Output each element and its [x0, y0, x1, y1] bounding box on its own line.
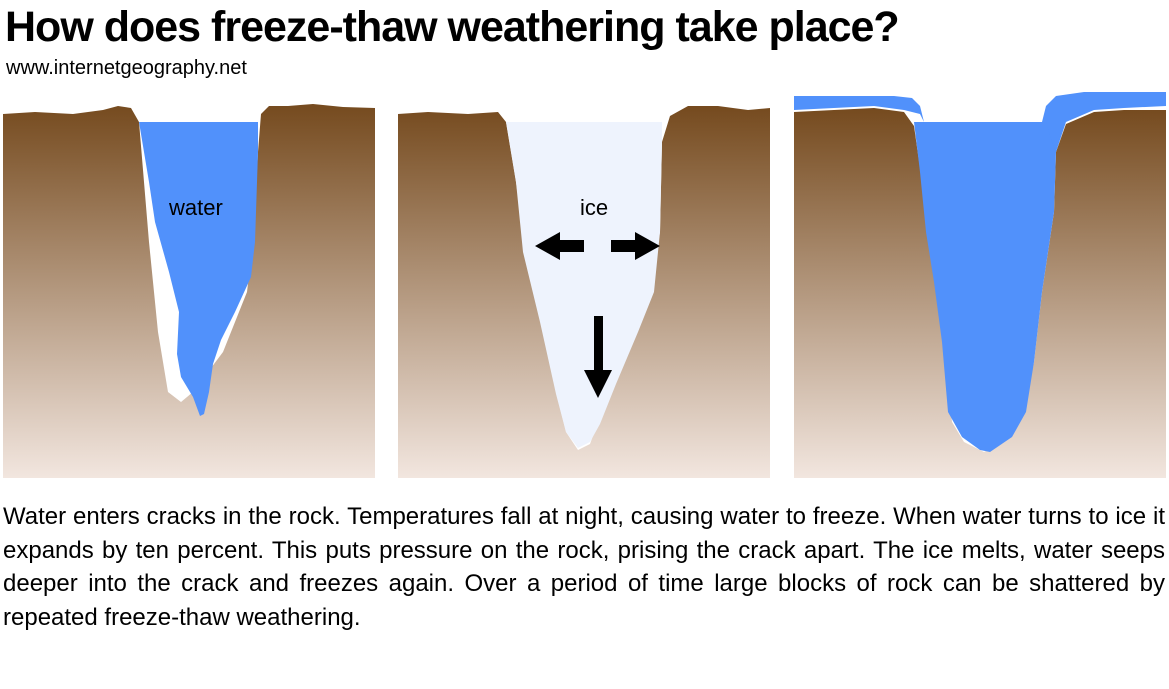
diagram-title: How does freeze-thaw weathering take pla…: [5, 3, 900, 51]
rock-mass: [3, 104, 375, 478]
panel-thaw-deeper: [794, 92, 1166, 478]
rock-thaw-illustration: [794, 92, 1166, 478]
source-url: www.internetgeography.net: [6, 57, 247, 79]
panel-water-in-crack: water: [3, 92, 375, 478]
arrow-down-icon: [584, 316, 612, 398]
rock-ice-illustration: [398, 106, 770, 478]
arrow-left-icon: [535, 232, 584, 260]
rock-mass: [794, 108, 1166, 478]
ice-in-crack: [506, 122, 662, 448]
arrow-right-icon: [611, 232, 660, 260]
water-in-crack: [139, 122, 258, 416]
ice-label: ice: [580, 195, 609, 220]
panel-ice-expands: ice: [398, 92, 770, 478]
explanation-text: Water enters cracks in the rock. Tempera…: [3, 503, 1165, 631]
rock-water-illustration: [3, 104, 375, 478]
water-label: water: [169, 195, 223, 220]
rock-mass: [398, 106, 770, 478]
water-in-crack: [914, 122, 1056, 452]
